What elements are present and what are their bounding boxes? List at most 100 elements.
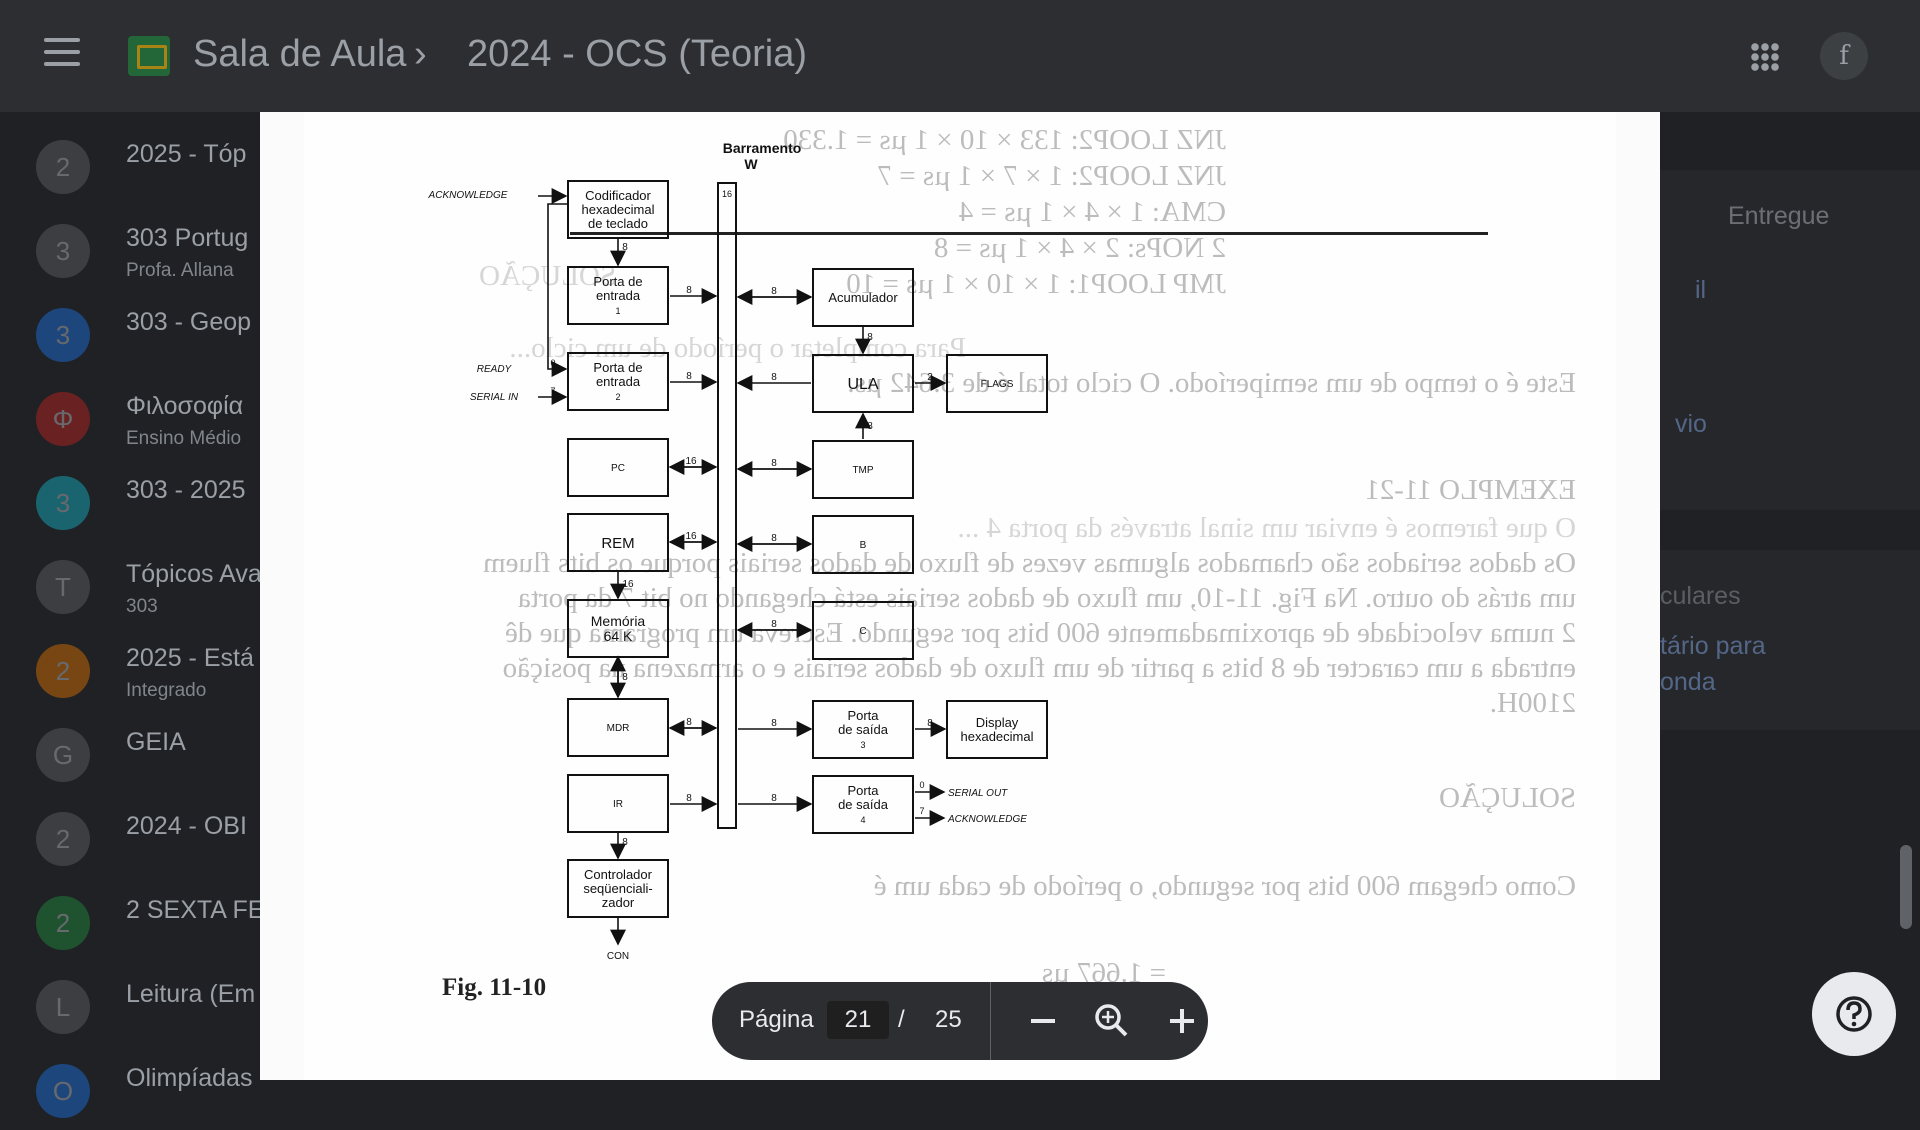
bus-title: Barramento (723, 140, 802, 156)
partial-text[interactable]: vio (1675, 410, 1707, 438)
comments-card: culares tário para onda (1650, 550, 1920, 730)
flags-register-label: FLAGS (981, 379, 1014, 390)
acknowledge-out-label: ACKNOWLEDGE (947, 814, 1027, 825)
keyboard-encoder-label: Codificador (585, 188, 651, 203)
divider (990, 982, 991, 1060)
bus-width-label: 16 (622, 579, 634, 590)
viewer-scrollbar[interactable] (1900, 845, 1912, 929)
partial-text[interactable]: tário para (1660, 632, 1766, 660)
assignment-status-card: Entregue il vio (1650, 170, 1920, 510)
serial-out-label: SERIAL OUT (948, 788, 1008, 799)
pdf-page[interactable]: JNZ LOOP2: 133 × 10 × 1 µs = 1.330 JNZ L… (260, 112, 1660, 1080)
sidebar-class-item[interactable]: G GEIA (0, 714, 270, 794)
plus-icon (1170, 1009, 1194, 1033)
top-app-bar: Sala de Aula › 2024 - OCS (Teoria) f (0, 0, 1920, 112)
instruction-register-label: IR (613, 799, 623, 810)
class-avatar: 3 (36, 476, 90, 530)
keyboard-encoder-label: hexadecimal (582, 202, 655, 217)
memory-data-register-label: MDR (607, 723, 630, 734)
page-number-input[interactable] (827, 1001, 889, 1039)
output-port-4-label: de saída (838, 797, 889, 812)
class-title: GEIA (126, 728, 186, 756)
bus-width-label: 8 (927, 718, 933, 729)
google-apps-icon[interactable] (1750, 42, 1780, 72)
alu-block (812, 354, 914, 413)
partial-text[interactable]: onda (1660, 668, 1716, 696)
hex-display-label: Display (976, 715, 1019, 730)
zoom-out-button[interactable] (1018, 997, 1066, 1045)
status-label: Entregue (1728, 202, 1830, 230)
class-avatar: O (36, 1064, 90, 1118)
class-title: Tópicos Ava (126, 560, 262, 588)
tmp-register-label: TMP (852, 465, 873, 476)
pdf-page-content: JNZ LOOP2: 133 × 10 × 1 µs = 1.330 JNZ L… (304, 112, 1616, 1080)
bus-width-label: 8 (686, 793, 692, 804)
zoom-reset-button[interactable] (1088, 997, 1136, 1045)
sidebar-class-item[interactable]: O Olimpíadas (0, 1050, 270, 1130)
breadcrumb-root[interactable]: Sala de Aula (193, 33, 407, 75)
output-port-3-block (812, 700, 914, 759)
help-button[interactable] (1812, 972, 1896, 1056)
sequencer-controller-label: zador (602, 895, 635, 910)
keyboard-encoder-label: de teclado (588, 216, 648, 231)
register-b-block (812, 515, 914, 574)
minus-icon (1031, 1019, 1055, 1023)
bus-w-block (717, 182, 737, 829)
class-title: 2025 - Está (126, 644, 254, 672)
ready-label: READY (477, 364, 513, 375)
class-avatar: 3 (36, 308, 90, 362)
bit-label: 0 (550, 358, 555, 368)
breadcrumb-current-class[interactable]: 2024 - OCS (Teoria) (467, 33, 808, 75)
class-avatar: Φ (36, 392, 90, 446)
input-port-2-label: Porta de (593, 360, 642, 375)
zoom-in-button[interactable] (1158, 997, 1206, 1045)
bus-width-label: 8 (622, 672, 628, 683)
tmp-register-block (812, 440, 914, 499)
input-port-1-label: 1 (615, 306, 620, 316)
con-label: CON (607, 951, 629, 962)
output-port-4-block (812, 775, 914, 834)
bus-width-label: 8 (686, 371, 692, 382)
output-port-4-label: Porta (847, 783, 879, 798)
class-avatar: 2 (36, 140, 90, 194)
classroom-logo[interactable] (128, 36, 170, 76)
main-menu-icon[interactable] (44, 38, 80, 66)
bus-title: W (744, 156, 758, 172)
class-title: 2025 - Tóp (126, 140, 247, 168)
bus-width-label: 8 (867, 332, 873, 343)
output-port-3-label: 3 (860, 740, 865, 750)
page-separator: / (898, 1006, 905, 1033)
sidebar-class-item[interactable]: L Leitura (Em (0, 966, 270, 1046)
hex-display-label: hexadecimal (961, 729, 1034, 744)
memory-address-register-label: REM (601, 535, 634, 552)
memory-label: Memória (591, 613, 646, 629)
sequencer-controller-label: seqüenciali- (583, 881, 652, 896)
bit-label: 0 (919, 780, 924, 790)
zoom-icon (1095, 1004, 1128, 1037)
bus-width-label: 8 (771, 619, 777, 630)
bus-width-label: 16 (722, 189, 732, 199)
class-avatar: G (36, 728, 90, 782)
bus-width-label: 8 (771, 286, 777, 297)
bus-width-label: 16 (685, 531, 697, 542)
class-title: Leitura (Em (126, 980, 256, 1008)
accumulator-label: Acumulador (828, 290, 898, 305)
sidebar-class-item[interactable]: 2 2025 - Tóp (0, 126, 270, 206)
input-port-1-label: entrada (596, 288, 641, 303)
class-avatar: L (36, 980, 90, 1034)
class-title: 303 Portug (126, 224, 249, 252)
memory-label: 64 K (604, 628, 633, 644)
class-avatar: 2 (36, 644, 90, 698)
class-title: Olimpíadas (126, 1064, 253, 1092)
account-avatar[interactable]: f (1820, 32, 1868, 80)
bus-width-label: 16 (685, 456, 697, 467)
total-pages: 25 (935, 1006, 962, 1033)
